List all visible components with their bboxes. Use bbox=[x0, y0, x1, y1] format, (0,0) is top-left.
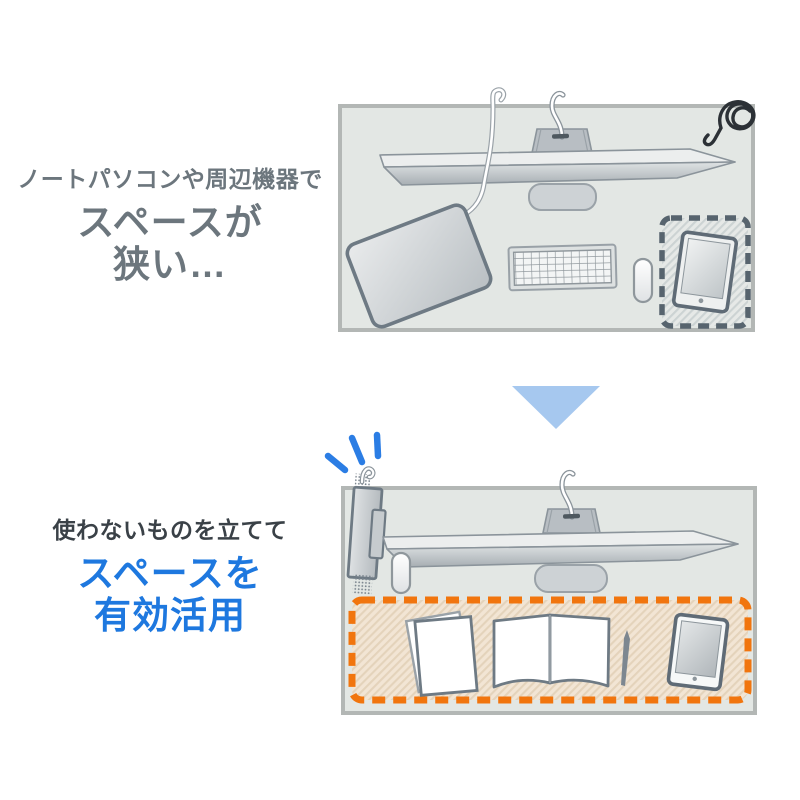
holder-bracket bbox=[368, 508, 387, 560]
cable-grommet bbox=[531, 90, 593, 154]
monitor-top-view bbox=[379, 148, 736, 186]
vertical-holder bbox=[346, 466, 387, 595]
attention-lines-icon bbox=[324, 431, 382, 474]
cable-grommet bbox=[542, 469, 601, 534]
after-desk-illustration bbox=[324, 431, 757, 715]
after-caption-line2: スペースを bbox=[77, 553, 263, 594]
monitor-stand-base bbox=[534, 564, 608, 593]
mouse bbox=[632, 257, 654, 304]
laptop bbox=[345, 203, 493, 329]
mouse bbox=[390, 551, 412, 595]
tablet bbox=[671, 230, 739, 314]
before-caption: ノートパソコンや周辺機器で スペースが 狭い… bbox=[0, 160, 340, 286]
monitor-stand-base bbox=[528, 183, 597, 211]
tablet bbox=[666, 612, 730, 692]
before-caption-line1: ノートパソコンや周辺機器で bbox=[17, 166, 323, 192]
after-caption-line3: 有効活用 bbox=[94, 595, 246, 637]
before-caption-line3: 狭い… bbox=[113, 244, 227, 286]
down-arrow-icon bbox=[512, 386, 600, 429]
pen bbox=[621, 630, 630, 686]
after-caption: 使わないものを立てて スペースを 有効活用 bbox=[0, 511, 340, 637]
keyboard bbox=[507, 243, 618, 292]
notebooks bbox=[404, 610, 479, 697]
before-caption-line2: スペースが bbox=[77, 202, 263, 243]
after-caption-line1: 使わないものを立てて bbox=[52, 517, 288, 543]
before-desk-illustration bbox=[338, 87, 756, 332]
monitor-top-view bbox=[382, 530, 739, 568]
laptop-cable-icon bbox=[456, 87, 507, 221]
open-book bbox=[492, 613, 611, 689]
scribble-clutter-icon bbox=[702, 100, 756, 147]
